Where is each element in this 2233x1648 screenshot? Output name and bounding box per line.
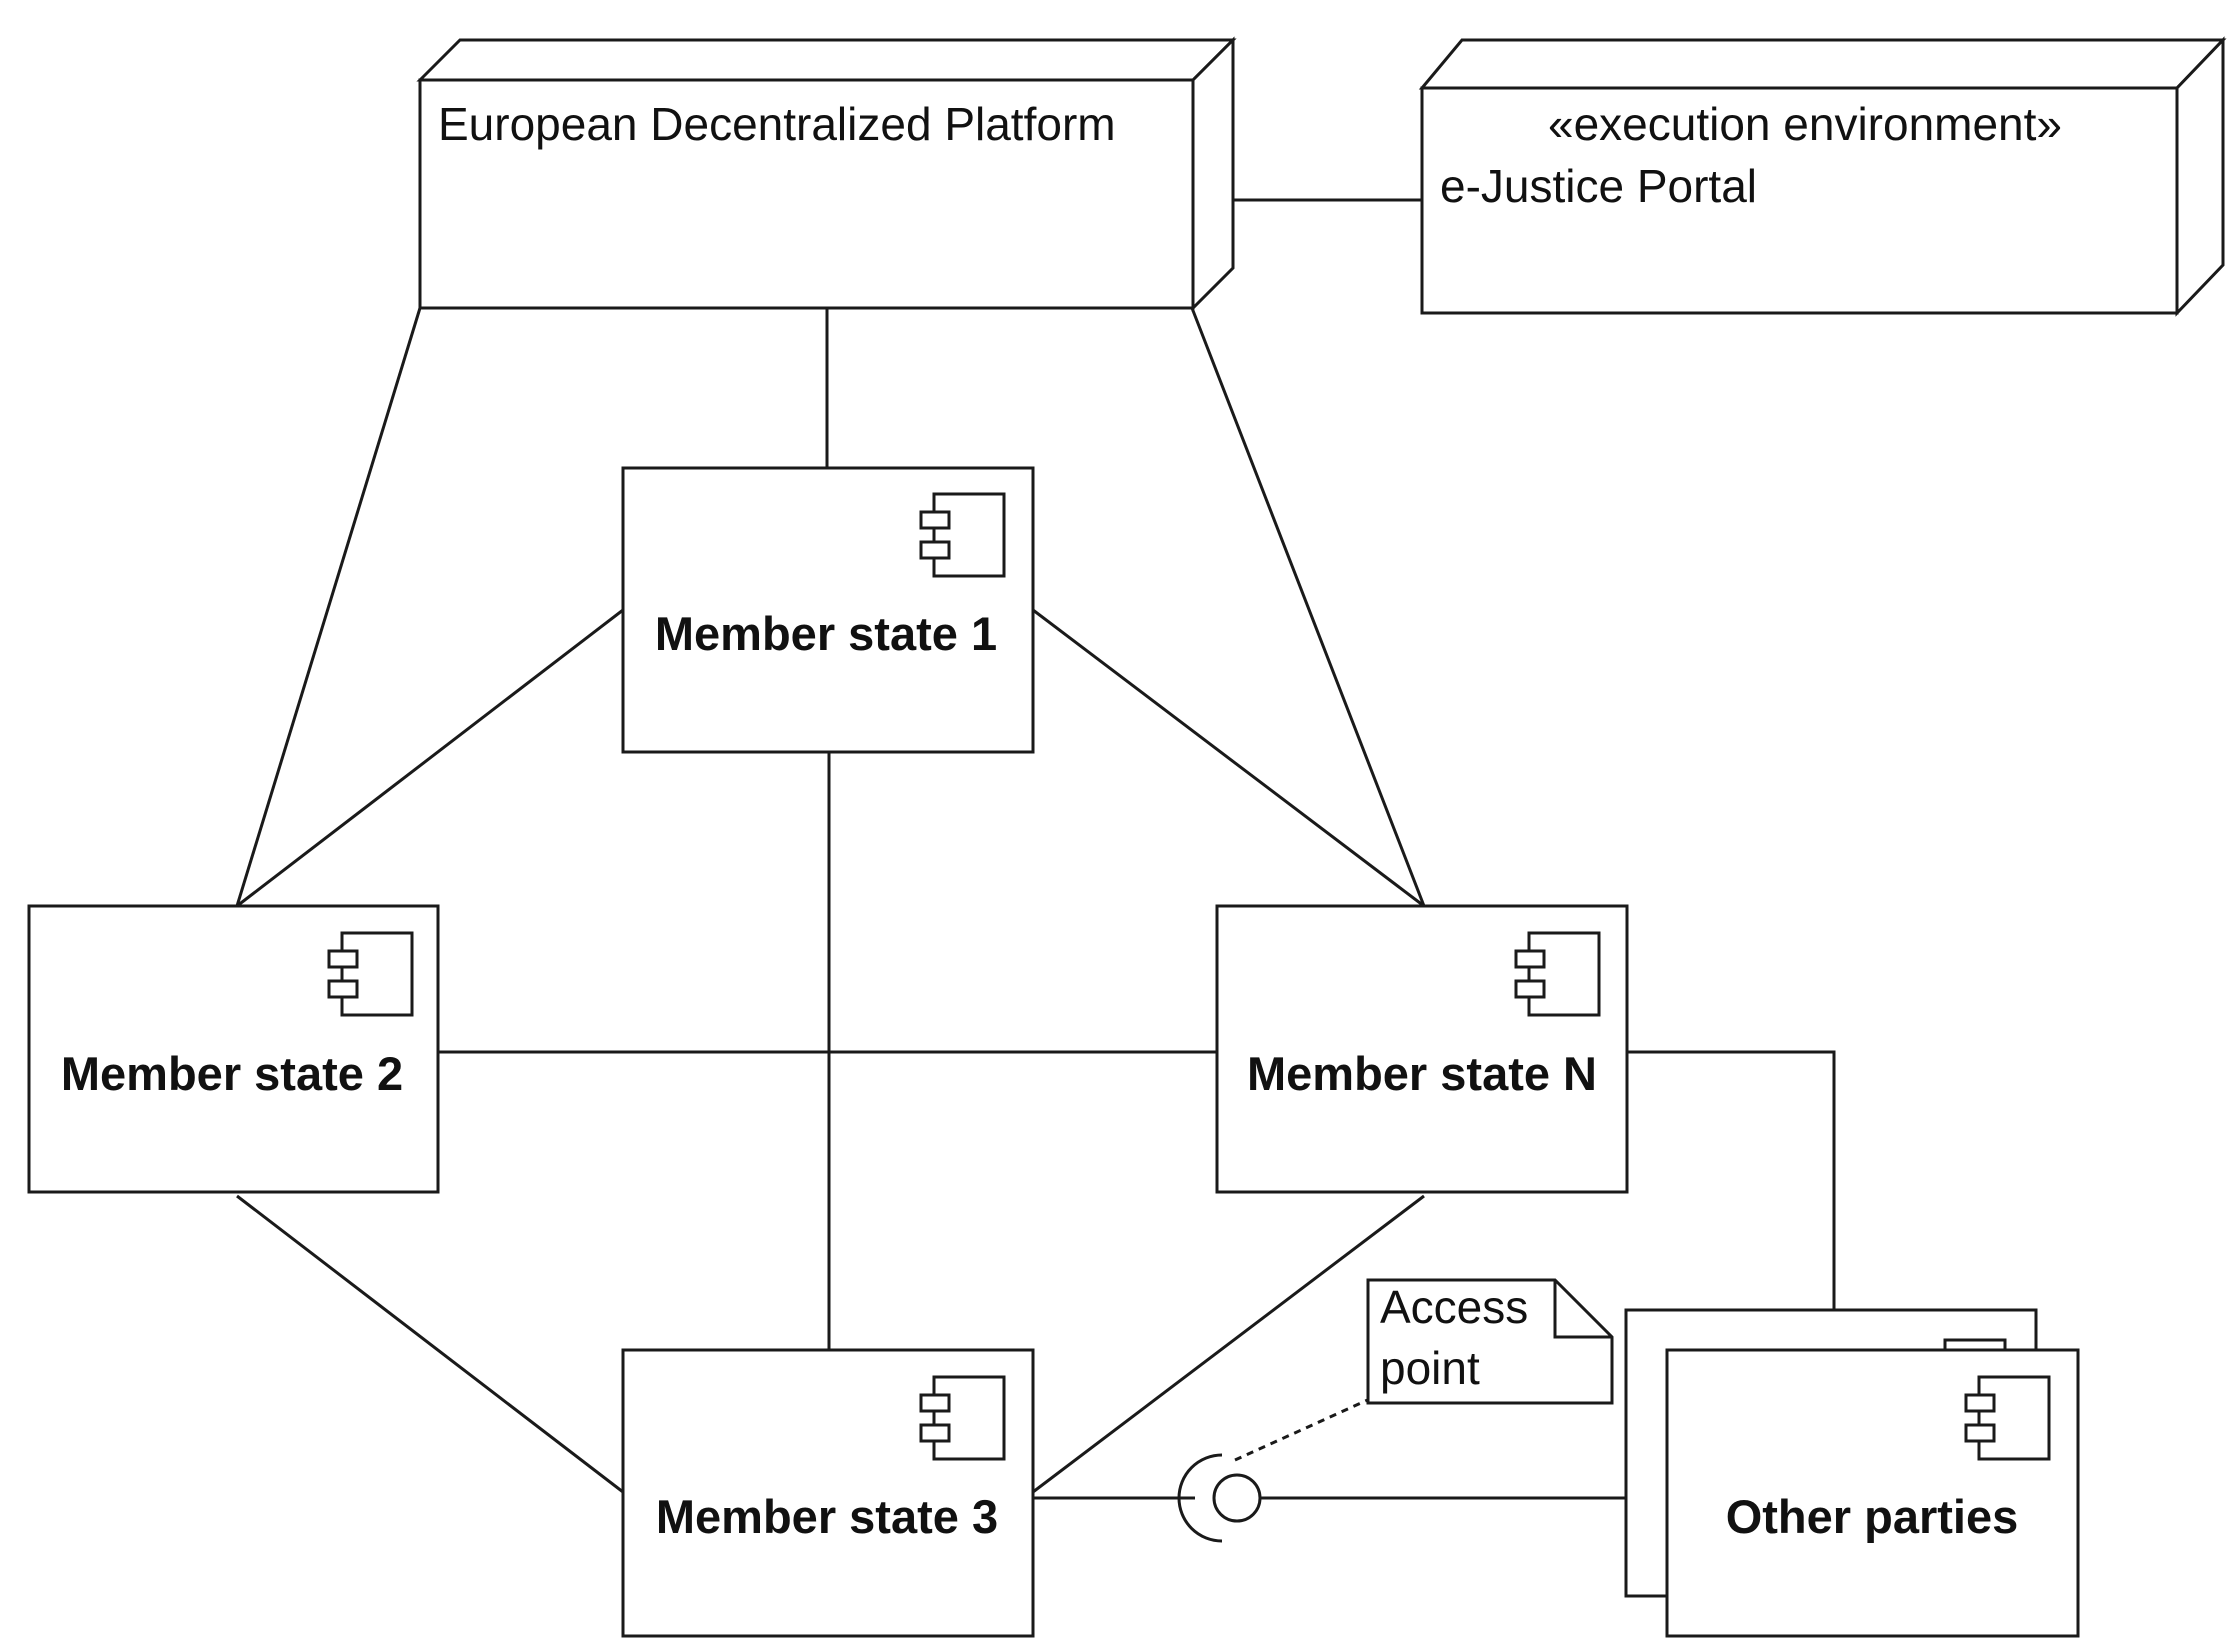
member-state-3-label: Member state 3 — [656, 1490, 998, 1543]
component-member-state-n[interactable]: Member state N — [1215, 904, 1629, 1194]
component-icon — [1514, 931, 1601, 1017]
link-msn-ms3 — [1032, 1194, 1425, 1494]
component-other-parties[interactable]: Other parties — [1624, 1308, 2080, 1638]
note-anchor — [1234, 1396, 1373, 1462]
link-msn-others — [1627, 1050, 1836, 1310]
link-ms1-ms2 — [236, 608, 624, 908]
platform-label: European Decentralized Platform — [438, 98, 1116, 150]
component-member-state-2[interactable]: Member state 2 — [27, 904, 440, 1194]
note-line-1: Access — [1380, 1281, 1528, 1333]
access-point-note[interactable]: Access point — [1366, 1278, 1614, 1405]
other-parties-label: Other parties — [1726, 1490, 2019, 1543]
component-member-state-1[interactable]: Member state 1 — [621, 466, 1035, 754]
component-icon — [919, 492, 1006, 578]
link-ms1-msn — [1032, 608, 1425, 908]
member-state-2-label: Member state 2 — [61, 1047, 403, 1100]
portal-label: e-Justice Portal — [1440, 160, 1757, 212]
component-icon — [327, 931, 414, 1017]
connectors — [235, 198, 1836, 1500]
portal-stereotype: «execution environment» — [1548, 98, 2062, 150]
link-ms2-ms3 — [236, 1194, 624, 1494]
platform-node[interactable]: European Decentralized Platform — [416, 36, 1237, 312]
link-platform-msn — [1190, 307, 1426, 907]
component-icon — [919, 1375, 1006, 1461]
portal-node[interactable]: «execution environment» e-Justice Portal — [1418, 36, 2227, 317]
note-line-2: point — [1380, 1342, 1480, 1394]
member-state-1-label: Member state 1 — [655, 607, 997, 660]
component-icon — [1964, 1375, 2051, 1461]
access-point-interface[interactable] — [1177, 1453, 1262, 1543]
component-member-state-3[interactable]: Member state 3 — [621, 1348, 1035, 1638]
link-platform-ms2 — [235, 307, 422, 907]
member-state-n-label: Member state N — [1247, 1047, 1597, 1100]
